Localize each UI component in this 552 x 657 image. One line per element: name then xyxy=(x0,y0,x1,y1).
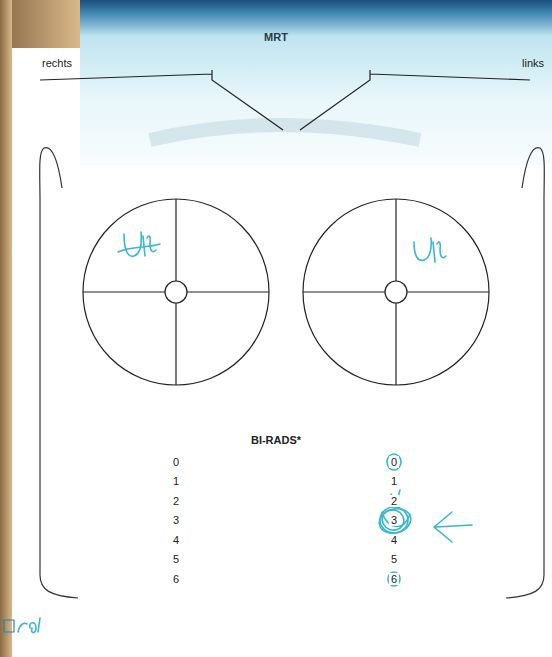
banner-watermark xyxy=(150,125,420,140)
score-number: 0 xyxy=(173,456,179,468)
score-number: 2 xyxy=(173,495,179,507)
score-number: 0 xyxy=(389,456,399,468)
side-label: links xyxy=(522,57,544,69)
score-number: 6 xyxy=(173,573,179,585)
score-number: 4 xyxy=(389,534,399,546)
body-brackets xyxy=(40,148,545,598)
header-lines xyxy=(40,70,530,130)
header-banner xyxy=(80,0,552,165)
score-number: 1 xyxy=(173,475,179,487)
score-number: 3 xyxy=(389,514,399,526)
score-number: 2 xyxy=(389,495,399,507)
side-label: rechts xyxy=(42,57,72,69)
score-number: 3 xyxy=(173,514,179,526)
score-number: 6 xyxy=(389,573,399,585)
header-title: MRT xyxy=(264,31,288,43)
handwriting xyxy=(4,232,472,633)
score-number: 4 xyxy=(173,534,179,546)
score-number: 5 xyxy=(389,553,399,565)
breast-diagram xyxy=(83,199,489,385)
score-number: 1 xyxy=(389,475,399,487)
scale-heading: BI-RADS* xyxy=(251,434,301,446)
score-number: 5 xyxy=(173,553,179,565)
photo-background xyxy=(0,0,12,657)
